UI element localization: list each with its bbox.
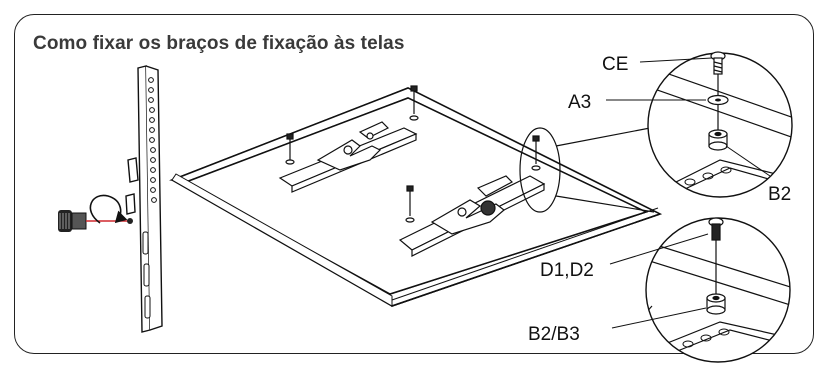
tv-panel-illustration	[169, 87, 662, 307]
zoom-detail-bottom	[645, 217, 791, 363]
left-mounting-arm	[278, 85, 419, 193]
label-ce: CE	[602, 54, 628, 75]
right-mounting-arm	[398, 135, 546, 257]
rotation-arrow	[89, 194, 128, 224]
zoom-indicator	[519, 127, 655, 213]
label-d1-d2: D1,D2	[540, 260, 594, 281]
label-b2: B2	[768, 184, 791, 205]
label-b2-b3: B2/B3	[528, 324, 580, 345]
side-plate-illustration	[125, 65, 163, 333]
part-labels: CE A3 B2 D1,D2 B2/B3	[528, 54, 791, 345]
label-a3: A3	[568, 92, 591, 113]
tension-knob-illustration	[58, 210, 133, 232]
zoom-detail-top	[647, 51, 793, 198]
diagram-title: Como fixar os braços de fixação às telas	[33, 33, 405, 54]
